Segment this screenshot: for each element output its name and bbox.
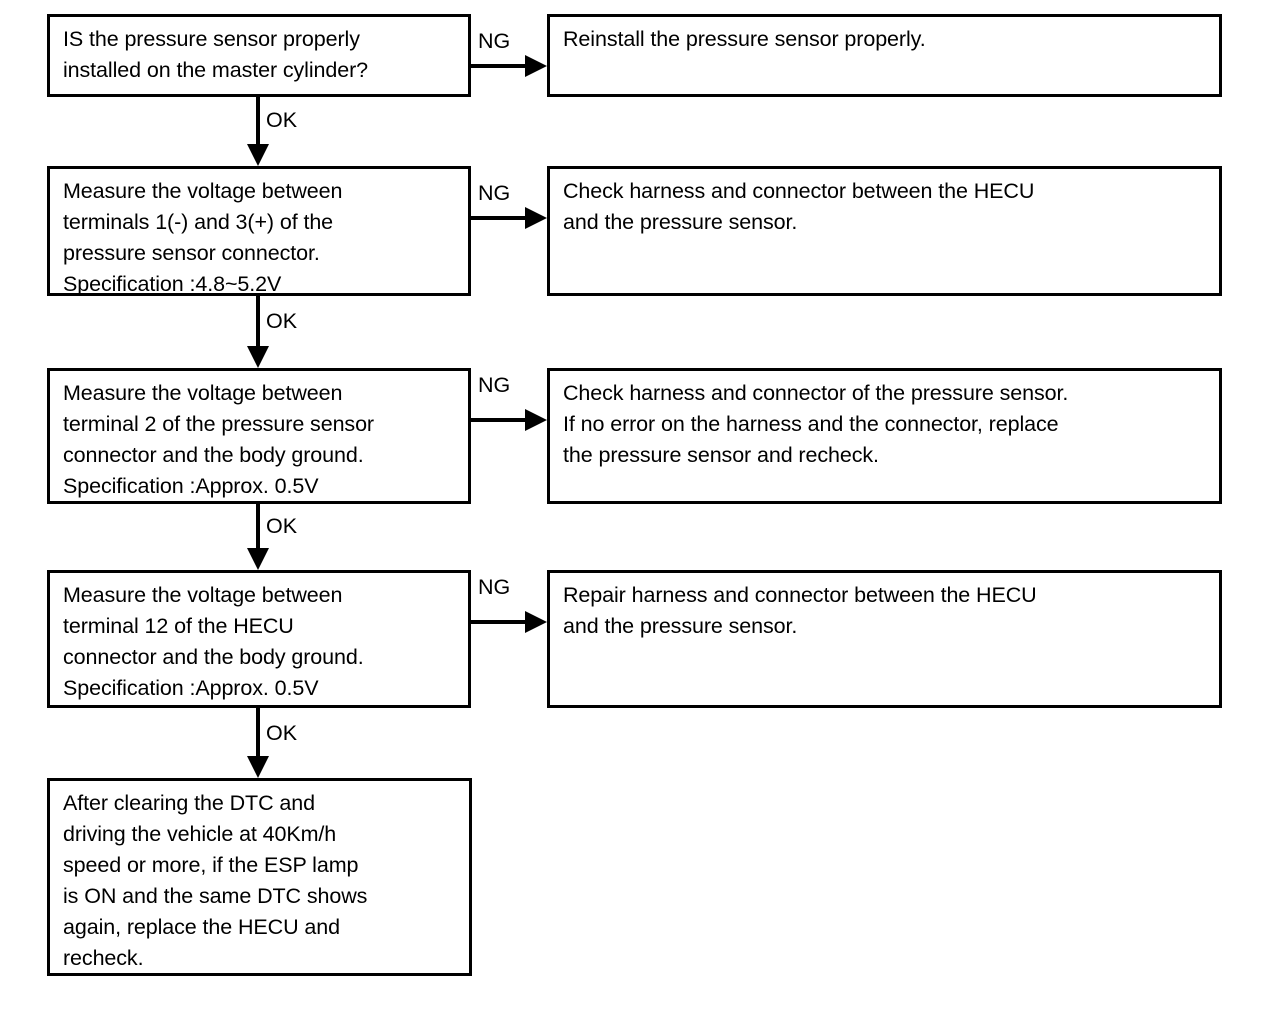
node-step5-final-text: After clearing the DTC and driving the v…	[63, 791, 368, 970]
connector-ng-row1-arrowhead	[525, 55, 547, 77]
node-step1-fail[interactable]: Reinstall the pressure sensor properly.	[547, 14, 1222, 97]
connector-ng-row3-label: NG	[478, 373, 511, 397]
node-step2-check[interactable]: Measure the voltage between terminals 1(…	[47, 166, 471, 296]
node-step3-check-text: Measure the voltage between terminal 2 o…	[63, 381, 374, 498]
node-step3-fail-text: Check harness and connector of the press…	[563, 381, 1069, 467]
node-step2-fail[interactable]: Check harness and connector between the …	[547, 166, 1222, 296]
connector-ok-row1-line	[256, 97, 260, 146]
connector-ng-row2-arrowhead	[525, 207, 547, 229]
connector-ng-row1-line	[471, 64, 529, 68]
connector-ng-row4-line	[471, 620, 529, 624]
connector-ok-row3-line	[256, 504, 260, 550]
node-step1-check[interactable]: IS the pressure sensor properly installe…	[47, 14, 471, 97]
node-step4-fail-text: Repair harness and connector between the…	[563, 583, 1037, 638]
node-step4-check[interactable]: Measure the voltage between terminal 12 …	[47, 570, 471, 708]
connector-ng-row4-arrowhead	[525, 611, 547, 633]
connector-ok-row2-arrowhead	[247, 346, 269, 368]
connector-ok-row2-line	[256, 296, 260, 348]
connector-ok-row4-line	[256, 708, 260, 758]
connector-ok-row4-label: OK	[266, 721, 298, 745]
node-step1-check-text: IS the pressure sensor properly installe…	[63, 27, 369, 82]
node-step2-check-text: Measure the voltage between terminals 1(…	[63, 179, 343, 296]
node-step4-check-text: Measure the voltage between terminal 12 …	[63, 583, 364, 700]
connector-ng-row4-label: NG	[478, 575, 511, 599]
connector-ng-row2-line	[471, 216, 529, 220]
connector-ng-row1-label: NG	[478, 29, 511, 53]
connector-ng-row3-line	[471, 418, 529, 422]
connector-ok-row1-arrowhead	[247, 144, 269, 166]
connector-ng-row3-arrowhead	[525, 409, 547, 431]
connector-ng-row2-label: NG	[478, 181, 511, 205]
node-step5-final[interactable]: After clearing the DTC and driving the v…	[47, 778, 472, 976]
connector-ok-row2-label: OK	[266, 309, 298, 333]
node-step3-check[interactable]: Measure the voltage between terminal 2 o…	[47, 368, 471, 504]
connector-ok-row4-arrowhead	[247, 756, 269, 778]
node-step4-fail[interactable]: Repair harness and connector between the…	[547, 570, 1222, 708]
connector-ok-row3-arrowhead	[247, 548, 269, 570]
connector-ok-row3-label: OK	[266, 514, 298, 538]
connector-ok-row1-label: OK	[266, 108, 298, 132]
node-step2-fail-text: Check harness and connector between the …	[563, 179, 1035, 234]
node-step1-fail-text: Reinstall the pressure sensor properly.	[563, 27, 926, 51]
node-step3-fail[interactable]: Check harness and connector of the press…	[547, 368, 1222, 504]
